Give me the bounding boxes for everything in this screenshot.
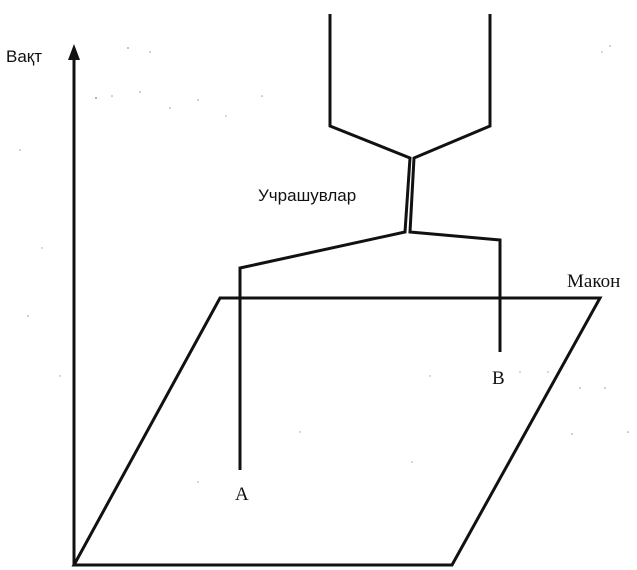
world-lines [238, 14, 502, 470]
background-specks [19, 45, 629, 483]
worldline-a [238, 14, 412, 470]
point-a-label: A [235, 484, 249, 505]
time-axis-arrowhead [68, 44, 80, 60]
point-b-label: B [492, 368, 505, 389]
time-axis [68, 44, 80, 565]
worldline-b [408, 14, 502, 352]
space-plane [71, 296, 603, 567]
space-label: Макон [567, 271, 620, 292]
meetings-label: Учрашувлар [258, 186, 356, 205]
time-axis-label: Вақт [6, 47, 42, 66]
